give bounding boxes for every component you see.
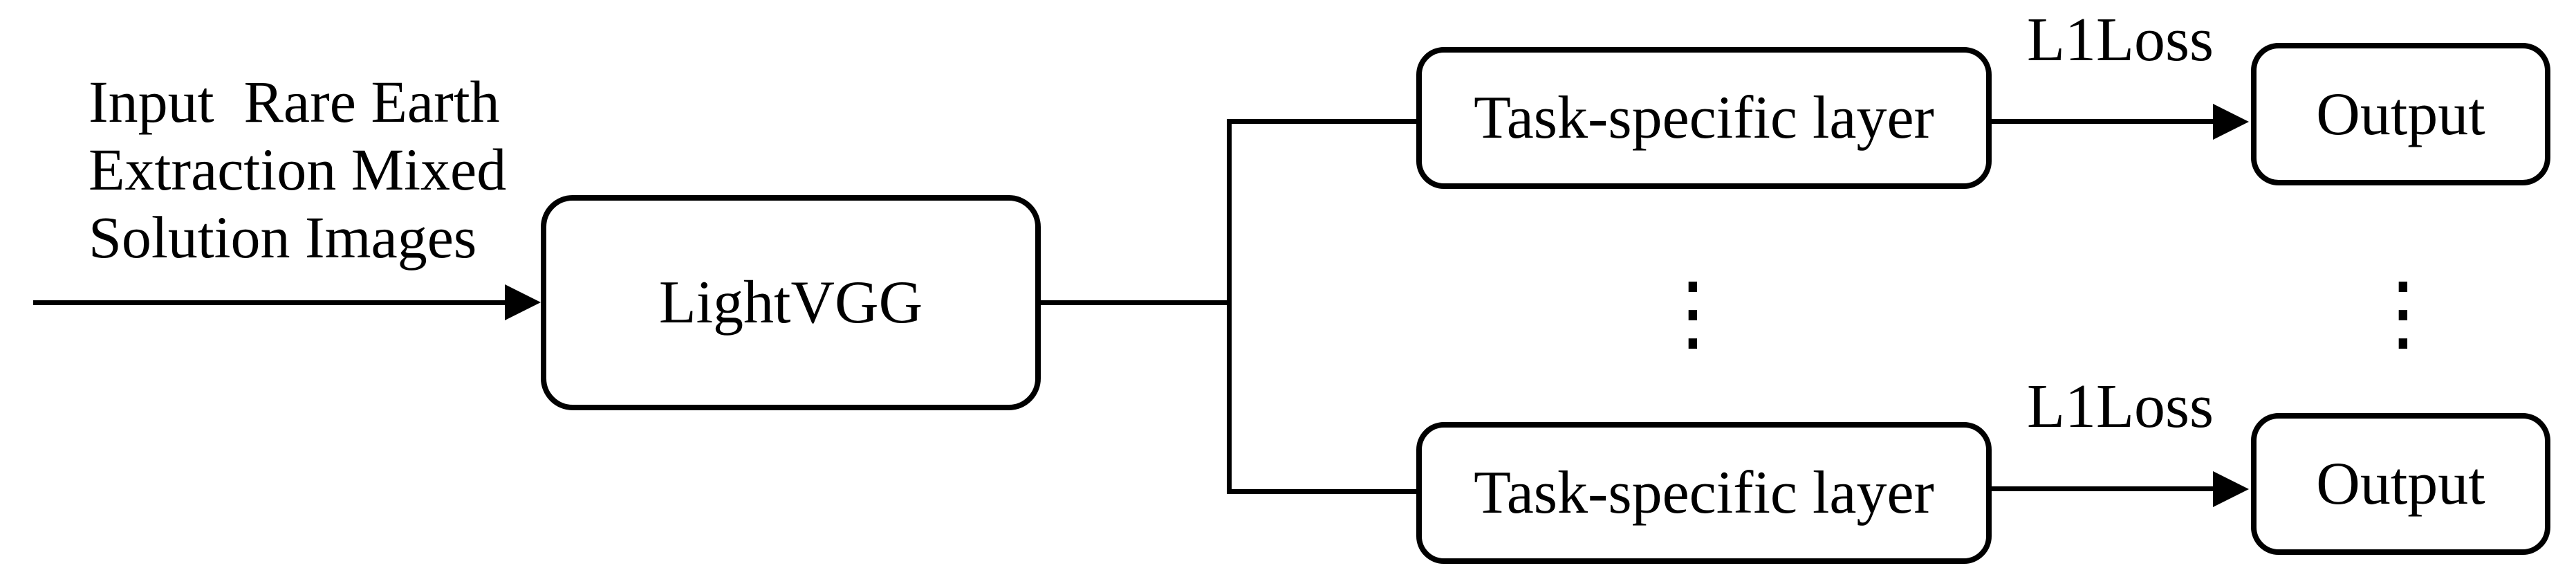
input-caption: Input Rare Earth Extraction Mixed Soluti…: [89, 68, 507, 271]
input-arrow-line: [33, 300, 505, 305]
branch-line-top: [1230, 119, 1416, 124]
loss-arrowhead-icon-top: [2213, 104, 2249, 140]
input-arrowhead-icon: [505, 284, 541, 320]
output-box-bottom: Output: [2251, 413, 2550, 555]
loss-label-bottom: L1Loss: [2027, 372, 2214, 441]
output-label-top: Output: [2316, 80, 2485, 148]
output-label-bottom: Output: [2316, 450, 2485, 518]
fork-vertical-line: [1227, 119, 1232, 494]
vertical-ellipsis-icon-tasks: ⋮: [1651, 265, 1734, 361]
loss-arrow-line-bottom: [1990, 486, 2214, 491]
task-specific-box-bottom: Task-specific layer: [1416, 422, 1992, 564]
backbone-output-connector: [1039, 300, 1232, 305]
loss-arrowhead-icon-bottom: [2213, 471, 2249, 507]
task-specific-box-top: Task-specific layer: [1416, 47, 1992, 189]
vertical-ellipsis-icon-outputs: ⋮: [2362, 265, 2445, 361]
backbone-box: LightVGG: [541, 195, 1041, 410]
branch-line-bottom: [1230, 489, 1416, 494]
loss-arrow-line-top: [1990, 119, 2214, 124]
loss-label-top: L1Loss: [2027, 6, 2214, 74]
task-specific-label-top: Task-specific layer: [1474, 84, 1934, 152]
task-specific-label-bottom: Task-specific layer: [1474, 459, 1934, 527]
backbone-label: LightVGG: [658, 269, 923, 336]
output-box-top: Output: [2251, 43, 2550, 185]
